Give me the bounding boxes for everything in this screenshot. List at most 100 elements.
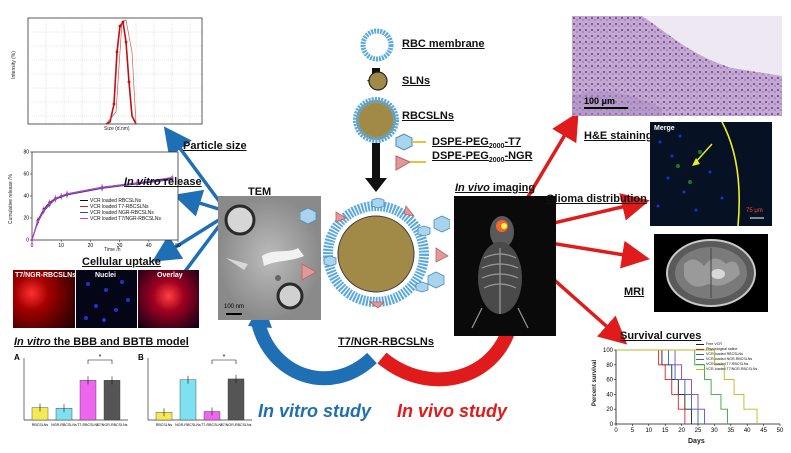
surv-ytick-label: 0 bbox=[610, 422, 614, 428]
in-vitro-curve bbox=[251, 320, 377, 386]
bar-significance-bracket bbox=[87, 359, 113, 364]
surv-legend-text: VCR-loaded T7-RBCSLNs bbox=[706, 362, 749, 366]
uptake-label-3: Overlay bbox=[157, 272, 183, 279]
bbb-model-label: In vitro the BBB and BBTB model bbox=[14, 336, 189, 348]
t7-ngr-rbcslns-label: T7/NGR-RBCSLNs bbox=[338, 336, 434, 348]
bar-significance-star: * bbox=[99, 354, 102, 361]
in-vivo-imaging-rest: imaging bbox=[489, 182, 536, 194]
surv-ytick-label: 100 bbox=[603, 348, 614, 354]
surv-legend-text: Physiological saline bbox=[706, 347, 738, 351]
rbcslns-label: RBCSLNs bbox=[402, 110, 454, 122]
surv-ytick-label: 60 bbox=[606, 378, 613, 384]
release-xtick-label: 30 bbox=[117, 243, 123, 249]
surv-xtick-label: 45 bbox=[760, 428, 767, 434]
ngr-ligand-icon bbox=[395, 155, 426, 171]
surv-ytick-label: 80 bbox=[606, 363, 613, 369]
in-vivo-imaging-italic: In vivo bbox=[455, 182, 490, 194]
release-xtick-label: 50 bbox=[175, 243, 181, 249]
release-legend-text: VCR loaded NGR-RBCSLNs bbox=[90, 210, 154, 216]
rbc-membrane-label: RBC membrane bbox=[402, 38, 485, 50]
surv-legend-text: Free VCR bbox=[706, 342, 722, 346]
bar-significance-star: * bbox=[223, 354, 226, 361]
survival-xlabel: Days bbox=[688, 438, 705, 445]
in-vivo-imaging-label: In vivo imaging bbox=[455, 182, 535, 194]
t7-ngr-rbcsln-particle bbox=[323, 198, 431, 309]
mri-label: MRI bbox=[624, 286, 645, 298]
tem-scale: 100 nm bbox=[224, 304, 245, 310]
surv-legend-text: VCR-loaded T7/NGR-RBCSLNs bbox=[706, 367, 758, 371]
release-legend-text: VCR loaded T7/NGR-RBCSLNs bbox=[90, 216, 162, 222]
bar-category-label: RBCSLNs bbox=[32, 423, 49, 427]
t7-ligand-icon bbox=[395, 133, 426, 151]
surv-series-line bbox=[616, 349, 758, 424]
cellular-uptake-images: T7/NGR-RBCSLNs Nuclei Overlay bbox=[13, 270, 199, 328]
bar-category-label: NGR-RBCSLNs bbox=[175, 423, 201, 427]
surv-series-line bbox=[616, 349, 706, 424]
release-series-line bbox=[31, 179, 173, 241]
slns-label: SLNs bbox=[402, 75, 431, 87]
in-vivo-imaging-image bbox=[454, 196, 556, 336]
surv-xtick-label: 50 bbox=[777, 428, 784, 434]
in-vitro-release-rest: release bbox=[160, 176, 202, 188]
dspe-ngr-main: DSPE-PEG bbox=[432, 150, 489, 162]
glioma-scale: 75 μm bbox=[746, 208, 763, 214]
dspe-t7-label: DSPE-PEG2000-T7 bbox=[432, 136, 521, 150]
release-legend-item: VCR loaded RBCSLNs bbox=[80, 198, 161, 204]
surv-xtick-label: 20 bbox=[678, 428, 685, 434]
surv-xtick-label: 10 bbox=[645, 428, 652, 434]
rbcsln-icon bbox=[353, 97, 399, 143]
surv-ytick-label: 40 bbox=[606, 392, 613, 398]
bar-significance-bracket bbox=[211, 359, 237, 364]
uptake-overlay-panel bbox=[138, 270, 199, 328]
particle-size-chart: Size (d.nm) Intensity (%) bbox=[6, 12, 216, 136]
surv-series-line bbox=[616, 349, 686, 424]
dspe-t7-main: DSPE-PEG bbox=[432, 136, 489, 148]
mri-image bbox=[654, 234, 768, 312]
glioma-distribution-label: Glioma distribution bbox=[546, 193, 647, 205]
he-staining-label: H&E staining bbox=[584, 130, 653, 142]
release-ytick-label: 20 bbox=[23, 216, 29, 222]
surv-legend-text: VCR-loaded NGR-RBCSLNs bbox=[706, 357, 753, 361]
surv-legend-item: Free VCR bbox=[696, 342, 757, 347]
dspe-t7-end: -T7 bbox=[504, 136, 521, 148]
dspe-ngr-sub: 2000 bbox=[488, 157, 505, 165]
surv-xtick-label: 35 bbox=[727, 428, 734, 434]
surv-xtick-label: 25 bbox=[695, 428, 702, 434]
particle-size-xlabel: Size (d.nm) bbox=[104, 126, 130, 132]
bar bbox=[79, 380, 97, 421]
bar-category-label: T7/NGR-RBCSLNs bbox=[221, 423, 252, 427]
surv-legend-text: VCR-loaded RBCSLNs bbox=[706, 352, 743, 356]
release-ylabel: Cumulative release /% bbox=[8, 173, 15, 225]
uptake-label-2: Nuclei bbox=[95, 272, 117, 279]
tem-image: 100 nm bbox=[218, 196, 321, 320]
release-ytick-label: 0 bbox=[26, 238, 29, 244]
bar-category-label: NGR-RBCSLNs bbox=[51, 423, 77, 427]
bbb-rest: the BBB and BBTB model bbox=[50, 336, 189, 348]
glioma-distribution-image: Merge 75 μm bbox=[650, 122, 772, 226]
sln-icon bbox=[368, 71, 388, 91]
particle-size-label: Particle size bbox=[183, 140, 247, 152]
release-ytick-label: 80 bbox=[23, 150, 29, 156]
surv-xtick-label: 15 bbox=[662, 428, 669, 434]
survival-curves-label: Survival curves bbox=[620, 330, 702, 342]
surv-legend-item: VCR-loaded RBCSLNs bbox=[696, 352, 757, 357]
dspe-t7-sub: 2000 bbox=[488, 143, 505, 151]
surv-xtick-label: 40 bbox=[744, 428, 751, 434]
particle-size-plot bbox=[27, 17, 203, 125]
bar bbox=[103, 380, 121, 421]
dspe-ngr-label: DSPE-PEG2000-NGR bbox=[432, 150, 533, 164]
release-legend-item: VCR loaded T7/NGR-RBCSLNs bbox=[80, 216, 161, 222]
release-xtick-label: 20 bbox=[88, 243, 94, 249]
release-series-line bbox=[31, 176, 173, 241]
release-legend-item: VCR loaded NGR-RBCSLNs bbox=[80, 210, 161, 216]
uptake-red-panel bbox=[13, 270, 75, 328]
intensity-curve bbox=[105, 19, 137, 125]
in-vivo-curve bbox=[377, 316, 519, 387]
surv-xtick-label: 30 bbox=[711, 428, 718, 434]
surv-legend-item: VCR-loaded T7-RBCSLNs bbox=[696, 362, 757, 367]
bar-panel-letter: B bbox=[138, 353, 144, 362]
